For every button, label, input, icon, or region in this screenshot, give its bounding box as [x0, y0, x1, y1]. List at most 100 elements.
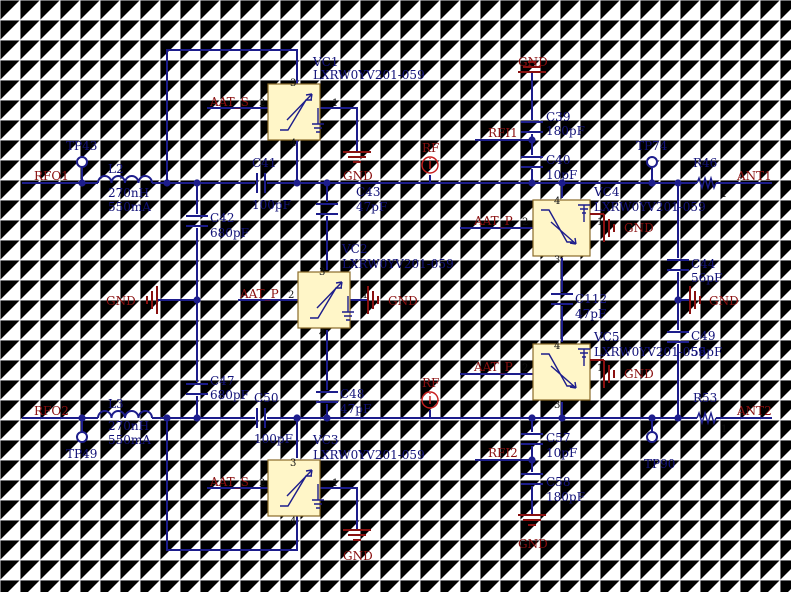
inductor-l3[interactable]: [97, 410, 153, 419]
capacitor-c48-ref: C48: [340, 387, 364, 401]
inductor-l3-current: 550mA: [108, 433, 151, 447]
varactor-vc1[interactable]: [267, 83, 324, 141]
capacitor-c41-value: 100pF: [252, 198, 291, 212]
varactor-vc1-part: LXRW0YV201-059: [313, 68, 425, 82]
capacitor-c58[interactable]: [521, 473, 543, 485]
capacitor-c112[interactable]: [551, 293, 573, 305]
varactor-vc5-part: LXRW0YV201-059: [594, 345, 706, 359]
capacitor-c42-value: 680pF: [210, 226, 249, 240]
capacitor-c41[interactable]: [256, 173, 266, 193]
gnd-symbol-top: [518, 61, 546, 73]
capacitor-c39[interactable]: [521, 121, 543, 133]
varactor-vc2[interactable]: [297, 271, 354, 329]
capacitor-c42-ref: C42: [210, 211, 234, 225]
capacitor-c112-value: 47pF: [575, 307, 606, 321]
gnd-label-bottom: GND: [518, 537, 548, 551]
gnd-symbol-vc5: [590, 359, 615, 388]
capacitor-c44-ref: C44: [691, 257, 716, 271]
capacitor-c48-value: 47pF: [340, 402, 371, 416]
resistor-r53[interactable]: [696, 410, 717, 426]
capacitor-c57-value: 10pF: [546, 446, 577, 460]
inductor-l2-ref: L2: [108, 162, 124, 176]
varactor-vc2-part: LXRW0YV201-059: [342, 257, 454, 271]
capacitor-c112-ref: C112: [575, 292, 607, 306]
vc5-pin1: 1: [597, 363, 603, 374]
vc2-pin2: 2: [288, 290, 294, 301]
vc5-pin4: 4: [554, 341, 560, 352]
inductor-l2-current: 550mA: [108, 200, 151, 214]
testpoint-tp90[interactable]: [646, 431, 658, 443]
gnd-label-left: GND: [106, 294, 136, 308]
vc2-pin1: 1: [362, 290, 368, 301]
varactor-vc4[interactable]: [532, 199, 591, 257]
resistor-r53-ref: R53: [693, 391, 717, 405]
net-label-aat-p-vc2: AAT_P: [239, 287, 279, 301]
capacitor-c49[interactable]: [667, 331, 689, 343]
capacitor-c57[interactable]: [521, 433, 543, 445]
gnd-symbol-bottom: [518, 514, 546, 526]
capacitor-c57-ref: C57: [546, 431, 570, 445]
capacitor-c47[interactable]: [186, 383, 208, 395]
capacitor-c42[interactable]: [186, 215, 208, 227]
gnd-symbol-vc4: [590, 213, 615, 242]
varactor-vc2-ref: VC2: [341, 242, 367, 256]
inductor-l3-ref: L3: [108, 397, 124, 411]
testpoint-tp49-label: TP49: [66, 447, 97, 461]
varactor-vc4-part: LXRW0YV201-059: [594, 200, 706, 214]
testpoint-tp74[interactable]: [646, 156, 658, 168]
capacitor-c50[interactable]: [256, 408, 266, 428]
capacitor-c43[interactable]: [316, 203, 338, 215]
testpoint-tp90-label: TP90: [644, 457, 675, 471]
rf-probe-bottom[interactable]: [421, 391, 439, 409]
vc2-pin3: 3: [319, 267, 325, 278]
net-label-ant2: ANT2: [736, 404, 772, 418]
capacitor-c58-value: 180pF: [546, 490, 585, 504]
resistor-r53-pin: 1: [721, 424, 727, 435]
gnd-symbol-vc2: [367, 286, 379, 314]
capacitor-c43-ref: C43: [356, 185, 380, 199]
testpoint-tp49[interactable]: [76, 431, 88, 443]
varactor-vc3[interactable]: [267, 459, 324, 517]
varactor-vc3-part: LXRW0YV201-059: [313, 448, 425, 462]
testpoint-tp43[interactable]: [76, 156, 88, 168]
vc5-pin2: 2: [522, 363, 528, 374]
vc3-pin4: 4: [290, 516, 296, 527]
varactor-vc4-ref: VC4: [593, 185, 620, 199]
testpoint-tp43-label: TP43: [66, 139, 97, 153]
rf-probe-bottom-label: RF: [422, 376, 439, 390]
vc4-pin1: 1: [597, 217, 603, 228]
vc3-pin1: 1: [332, 478, 338, 489]
net-label-ant1: ANT1: [736, 169, 772, 183]
rf-probe-top[interactable]: [421, 156, 439, 174]
inductor-l2-value: 270nH: [108, 186, 149, 200]
capacitor-c50-ref: C50: [254, 391, 278, 405]
gnd-label-vc3: GND: [343, 549, 373, 563]
varactor-vc5[interactable]: [532, 343, 591, 401]
wires: [22, 49, 772, 551]
varactor-vc1-ref: VC1: [312, 55, 338, 69]
gnd-symbol-right: [689, 286, 701, 314]
gnd-label-top: GND: [518, 55, 548, 69]
gnd-symbol-left: [146, 286, 158, 314]
inductor-l2[interactable]: [97, 175, 153, 184]
capacitor-c40[interactable]: [521, 156, 543, 168]
capacitor-c40-value: 10pF: [546, 168, 577, 182]
capacitor-c44[interactable]: [667, 259, 689, 271]
net-label-rfo2: RFO2: [34, 404, 69, 418]
resistor-r46[interactable]: [696, 175, 717, 191]
capacitor-c39-ref: C39: [546, 110, 570, 124]
net-label-aat-s-vc3: AAT_S: [209, 475, 249, 489]
capacitor-c41-ref: C41: [252, 156, 276, 170]
junction-dots: [78, 136, 682, 464]
gnd-label-vc2: GND: [388, 294, 418, 308]
vc1-pin1: 1: [332, 98, 338, 109]
resistor-r46-ref: R46: [693, 156, 717, 170]
capacitor-c49-value: 56pF: [691, 345, 722, 359]
capacitor-c43-value: 47pF: [356, 200, 387, 214]
capacitor-c40-ref: C40: [546, 153, 570, 167]
resistor-r46-pin: 1: [721, 189, 727, 200]
capacitor-c48[interactable]: [316, 391, 338, 403]
vc3-pin3: 3: [290, 458, 296, 469]
